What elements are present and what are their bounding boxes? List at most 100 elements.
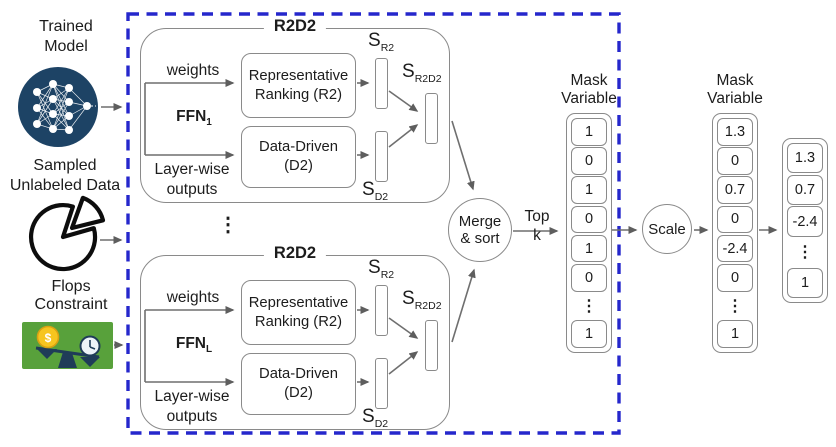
mask-cell: 0 <box>717 263 753 292</box>
s-d2-label: SD2 <box>362 406 388 430</box>
s-d2-base: S <box>362 179 375 200</box>
mask-cell: -2.4 <box>717 234 753 263</box>
output-cell: 0.7 <box>787 174 823 205</box>
r2d2-title: R2D2 <box>263 17 327 36</box>
ffn-base: FFN <box>175 335 207 352</box>
coin-dollar-symbol: $ <box>45 331 52 345</box>
r2d2-block-top: R2D2 weights FFN1 Layer-wise outputs Rep… <box>140 17 450 203</box>
representative-ranking-box: Representative Ranking (R2) <box>241 53 356 118</box>
representative-ranking-box: Representative Ranking (R2) <box>241 280 356 345</box>
rr-line1: Representative <box>248 67 349 84</box>
scale-label: Scale <box>648 220 686 238</box>
trained-model-line1: Trained <box>39 18 93 35</box>
arrow-top-to-merge <box>451 120 475 191</box>
mask-variable-header-2: Mask Variable <box>702 72 768 108</box>
s-r2d2-score-bar <box>425 93 438 144</box>
dd-line2: (D2) <box>284 158 313 174</box>
merge-line1: Merge <box>458 213 502 230</box>
ffn-1-label: FFN1 <box>166 108 222 128</box>
sampled-unlabeled-data-label: Sampled Unlabeled Data <box>0 156 130 196</box>
dd-line1: Data-Driven <box>259 139 338 155</box>
trained-model-line2: Model <box>44 38 88 55</box>
arrow-bottom-to-merge <box>451 268 476 343</box>
mask-cell: 0 <box>571 205 607 234</box>
mask1-header-line1: Mask <box>570 72 608 89</box>
neural-network-icon <box>18 67 98 147</box>
mask-ellipsis-cell: ⋮ <box>571 293 607 319</box>
s-r2-base: S <box>368 257 381 278</box>
s-r2-sub: R2 <box>380 269 395 281</box>
mask-cell: 1 <box>571 320 607 348</box>
ffn-base: FFN <box>176 108 207 125</box>
dd-line1: Data-Driven <box>259 366 338 382</box>
mask2-header-line1: Mask <box>716 72 754 89</box>
data-driven-box: Data-Driven (D2) <box>241 353 356 415</box>
s-r2-base: S <box>368 30 381 51</box>
scale-node: Scale <box>642 204 692 254</box>
mask-cell: 1 <box>571 176 607 205</box>
r2d2-block-bottom: R2D2 weights FFNL Layer-wise outputs Rep… <box>140 244 450 430</box>
mask-cell: 0 <box>717 205 753 234</box>
s-d2-score-bar <box>375 358 388 409</box>
ffn-L-label: FFNL <box>166 335 222 355</box>
s-r2d2-sub: R2D2 <box>414 73 442 85</box>
mask-cell: 0 <box>571 147 607 175</box>
mask-cell: 0.7 <box>717 176 753 205</box>
blocks-ellipsis: ⋮ <box>218 214 238 236</box>
balance-scale-image: $ <box>22 322 113 369</box>
layerwise-line1: Layer-wise <box>154 388 230 405</box>
s-r2d2-label: SR2D2 <box>402 288 442 312</box>
layerwise-line2: outputs <box>166 408 218 425</box>
s-d2-sub: D2 <box>374 418 389 430</box>
s-d2-sub: D2 <box>374 191 389 203</box>
coin-icon <box>36 325 60 349</box>
sampled-line2: Unlabeled Data <box>9 177 121 194</box>
sampled-line1: Sampled <box>33 157 97 174</box>
s-r2-score-bar <box>375 285 388 336</box>
mask-variable-column-2: 1.3 0 0.7 0 -2.4 0 ⋮ 1 <box>712 113 758 353</box>
merge-and-sort-node: Merge & sort <box>448 198 512 262</box>
s-d2-base: S <box>362 406 375 427</box>
dashed-boundary-box <box>126 12 621 435</box>
s-d2-score-bar <box>375 131 388 182</box>
s-r2d2-base: S <box>402 288 415 309</box>
rr-line2: Ranking (R2) <box>254 86 343 103</box>
mask-cell: 1 <box>571 118 607 146</box>
mask-variable-header-1: Mask Variable <box>556 72 622 108</box>
pie-chart-icon <box>28 195 106 272</box>
s-r2-sub: R2 <box>380 42 395 54</box>
flops-line1: Flops <box>51 278 91 295</box>
weights-label: weights <box>166 62 220 79</box>
mask-cell: 1.3 <box>717 118 753 146</box>
layerwise-line1: Layer-wise <box>154 161 230 178</box>
mask2-header-line2: Variable <box>707 90 763 107</box>
layerwise-outputs-label: Layer-wise outputs <box>146 387 238 427</box>
weights-label: weights <box>166 289 220 306</box>
s-r2-score-bar <box>375 58 388 109</box>
mask-cell: 1 <box>717 320 753 348</box>
s-r2d2-sub: R2D2 <box>414 300 442 312</box>
output-cell: -2.4 <box>787 206 823 237</box>
dd-line2: (D2) <box>284 385 313 401</box>
mask-cell: 1 <box>571 234 607 263</box>
s-r2d2-base: S <box>402 61 415 82</box>
layerwise-outputs-label: Layer-wise outputs <box>146 160 238 200</box>
mask1-header-line2: Variable <box>561 90 617 107</box>
data-driven-box: Data-Driven (D2) <box>241 126 356 188</box>
output-ellipsis-cell: ⋮ <box>787 238 823 267</box>
top-k-line2: k <box>533 227 541 244</box>
output-values-column: 1.3 0.7 -2.4 ⋮ 1 <box>782 138 828 303</box>
s-r2d2-score-bar <box>425 320 438 371</box>
mask-cell: 0 <box>717 147 753 175</box>
trained-model-label: Trained Model <box>18 17 114 57</box>
flops-constraint-label: Flops Constraint <box>6 278 136 314</box>
rr-line1: Representative <box>248 294 349 311</box>
merge-line2: & sort <box>460 230 500 247</box>
ffn-subscript: L <box>206 344 213 355</box>
mask-variable-column-1: 1 0 1 0 1 0 ⋮ 1 <box>566 113 612 353</box>
rr-line2: Ranking (R2) <box>254 313 343 330</box>
mask-cell: 0 <box>571 263 607 292</box>
flops-line2: Constraint <box>34 296 108 313</box>
